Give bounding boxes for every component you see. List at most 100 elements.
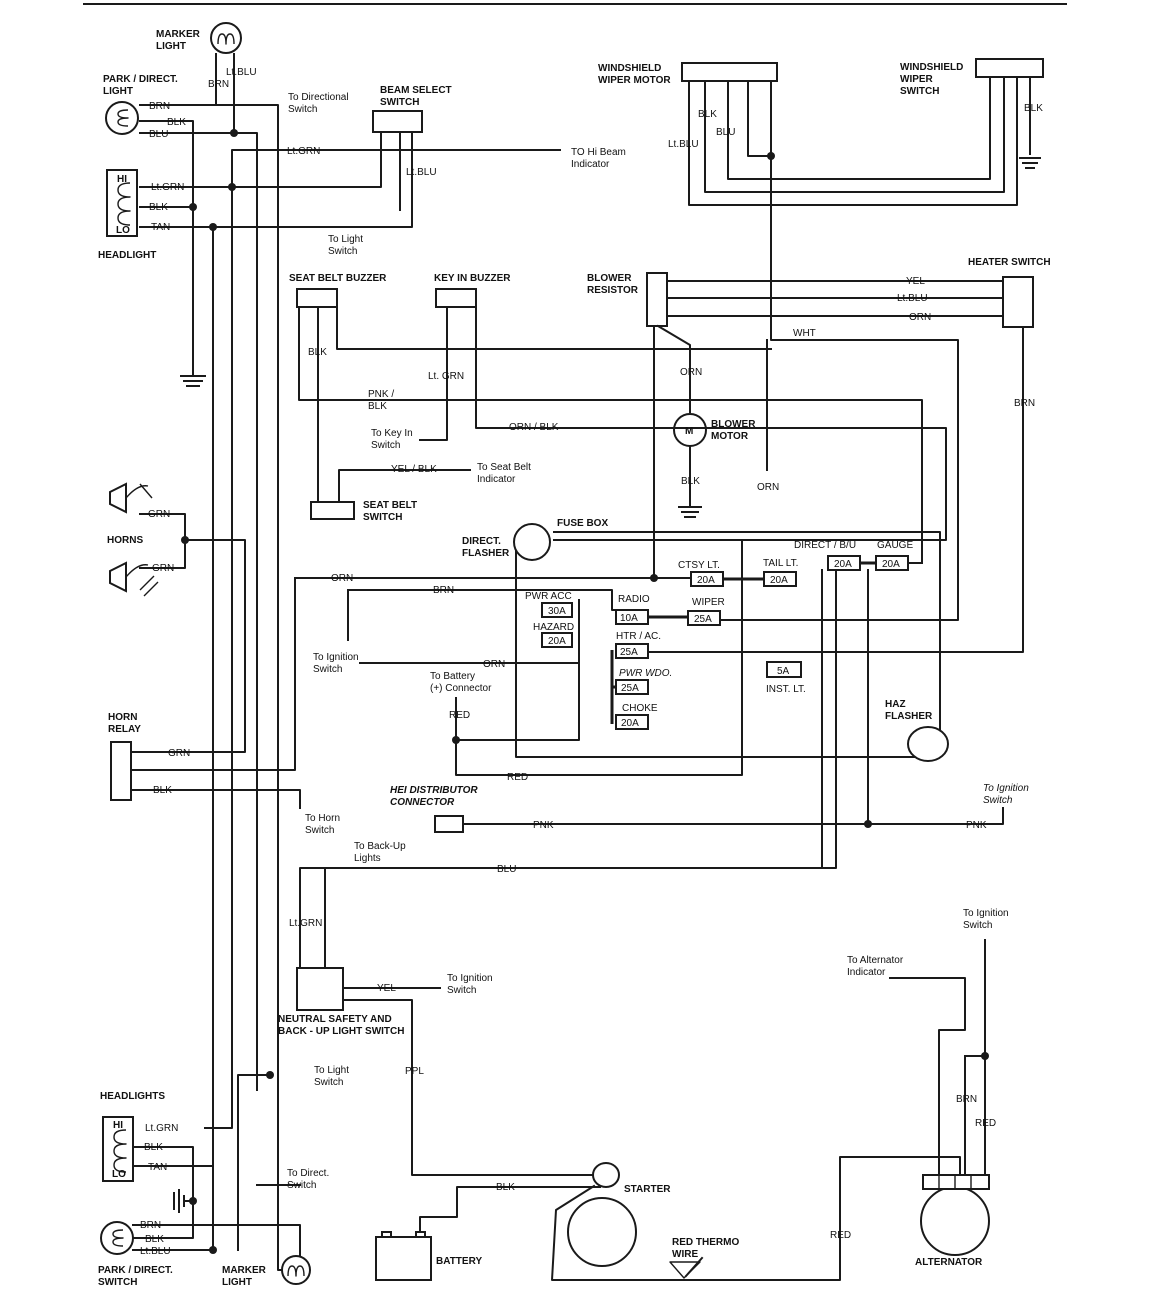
wire-yel-blk: YEL / BLK bbox=[391, 464, 437, 475]
fuse-rating-gauge: 20A bbox=[882, 559, 900, 570]
wire-brn-fuse: BRN bbox=[433, 585, 454, 596]
headlight-top bbox=[106, 169, 138, 237]
wire-yel-heater: YEL bbox=[906, 276, 925, 287]
fuse-label-gauge: GAUGE bbox=[877, 540, 913, 551]
label-alternator: ALTERNATOR bbox=[915, 1257, 983, 1268]
wire-brn-marker: BRN bbox=[208, 79, 229, 90]
fuse-rating-wiper: 25A bbox=[694, 614, 712, 625]
wire-ltgrn-hl: Lt.GRN bbox=[151, 182, 184, 193]
label-direct-flasher: DIRECT.FLASHER bbox=[462, 536, 510, 559]
wire-red-batt: RED bbox=[449, 710, 470, 721]
label-fuse-box: FUSE BOX bbox=[557, 518, 608, 529]
direct-flasher bbox=[513, 523, 551, 561]
fuse-rating-radio: 10A bbox=[620, 613, 638, 624]
wire-ltblu-marker: Lt.BLU bbox=[226, 67, 257, 78]
wire-brn-park2: BRN bbox=[140, 1220, 161, 1231]
wire-orn-blower: ORN bbox=[680, 367, 702, 378]
label-motor-m: M bbox=[685, 426, 693, 437]
wire-pnk-ign: PNK bbox=[966, 820, 987, 831]
beam-select-switch bbox=[372, 110, 423, 133]
park-light-top bbox=[105, 101, 139, 135]
note-to-battery: To Battery(+) Connector bbox=[430, 671, 492, 694]
label-key-in-buzzer: KEY IN BUZZER bbox=[434, 273, 511, 284]
fuse-rating-htr-ac: 25A bbox=[620, 647, 638, 658]
label-horns: HORNS bbox=[107, 535, 143, 546]
starter-motor bbox=[567, 1197, 637, 1267]
label-lo-top: LO bbox=[116, 225, 130, 236]
wire-blk-park: BLK bbox=[167, 117, 186, 128]
horn-lower bbox=[109, 561, 159, 597]
horn-upper bbox=[109, 482, 153, 514]
fuse-rating-direct-bu: 20A bbox=[834, 559, 852, 570]
fuse-pwr-acc bbox=[541, 602, 573, 618]
label-seat-belt-buzzer: SEAT BELT BUZZER bbox=[289, 273, 387, 284]
wire-blk-sb: BLK bbox=[308, 347, 327, 358]
wire-yel-neutral: YEL bbox=[377, 983, 396, 994]
wire-tan-hl2: TAN bbox=[148, 1162, 167, 1173]
label-park-switch-bottom: PARK / DIRECT.SWITCH bbox=[98, 1265, 173, 1288]
fuse-rating-ctsy: 20A bbox=[697, 575, 715, 586]
wire-blu-backup: BLU bbox=[497, 864, 516, 875]
fuse-rating-choke: 20A bbox=[621, 718, 639, 729]
wire-brn-park: BRN bbox=[149, 101, 170, 112]
fuse-hazard bbox=[541, 632, 573, 648]
wire-blk-wiper-sw: BLK bbox=[1024, 103, 1043, 114]
heater-switch bbox=[1002, 276, 1034, 328]
wire-brn-heater: BRN bbox=[1014, 398, 1035, 409]
wire-orn-heater: ORN bbox=[909, 312, 931, 323]
wire-wht: WHT bbox=[793, 328, 816, 339]
wire-ltgrn-hl2: Lt.GRN bbox=[145, 1123, 178, 1134]
wire-ltgrn-neutral: Lt.GRN bbox=[289, 918, 322, 929]
fuse-label-choke: CHOKE bbox=[622, 703, 658, 714]
wire-ltblu-park2: Lt.BLU bbox=[140, 1246, 171, 1257]
fuse-rating-hazard: 20A bbox=[548, 636, 566, 647]
wire-blk-hl2: BLK bbox=[144, 1142, 163, 1153]
fuse-inst-lt bbox=[766, 661, 802, 678]
wire-blk-blower: BLK bbox=[681, 476, 700, 487]
fuse-label-radio: RADIO bbox=[618, 594, 650, 605]
wire-orn-right: ORN bbox=[757, 482, 779, 493]
label-starter: STARTER bbox=[624, 1184, 671, 1195]
fuse-rating-pwr-acc: 30A bbox=[548, 606, 566, 617]
fuse-htr-ac bbox=[615, 643, 649, 659]
ground-symbol-blower bbox=[678, 506, 702, 518]
note-to-direct2: To Direct.Switch bbox=[287, 1168, 329, 1191]
wire-red-alt: RED bbox=[975, 1118, 996, 1129]
label-headlights-bottom: HEADLIGHTS bbox=[100, 1091, 165, 1102]
wire-ppl: PPL bbox=[405, 1066, 424, 1077]
wire-ltgrn-key: Lt. GRN bbox=[428, 371, 464, 382]
battery bbox=[375, 1231, 432, 1281]
wire-blu-park: BLU bbox=[149, 129, 168, 140]
wire-blk-relay: BLK bbox=[153, 785, 172, 796]
wire-grn-horn1: GRN bbox=[148, 509, 170, 520]
wire-grn-relay: GRN bbox=[168, 748, 190, 759]
key-in-buzzer bbox=[435, 288, 477, 308]
fuse-label-pwr-wdo: PWR WDO. bbox=[619, 668, 672, 679]
marker-light-bottom bbox=[281, 1255, 311, 1285]
